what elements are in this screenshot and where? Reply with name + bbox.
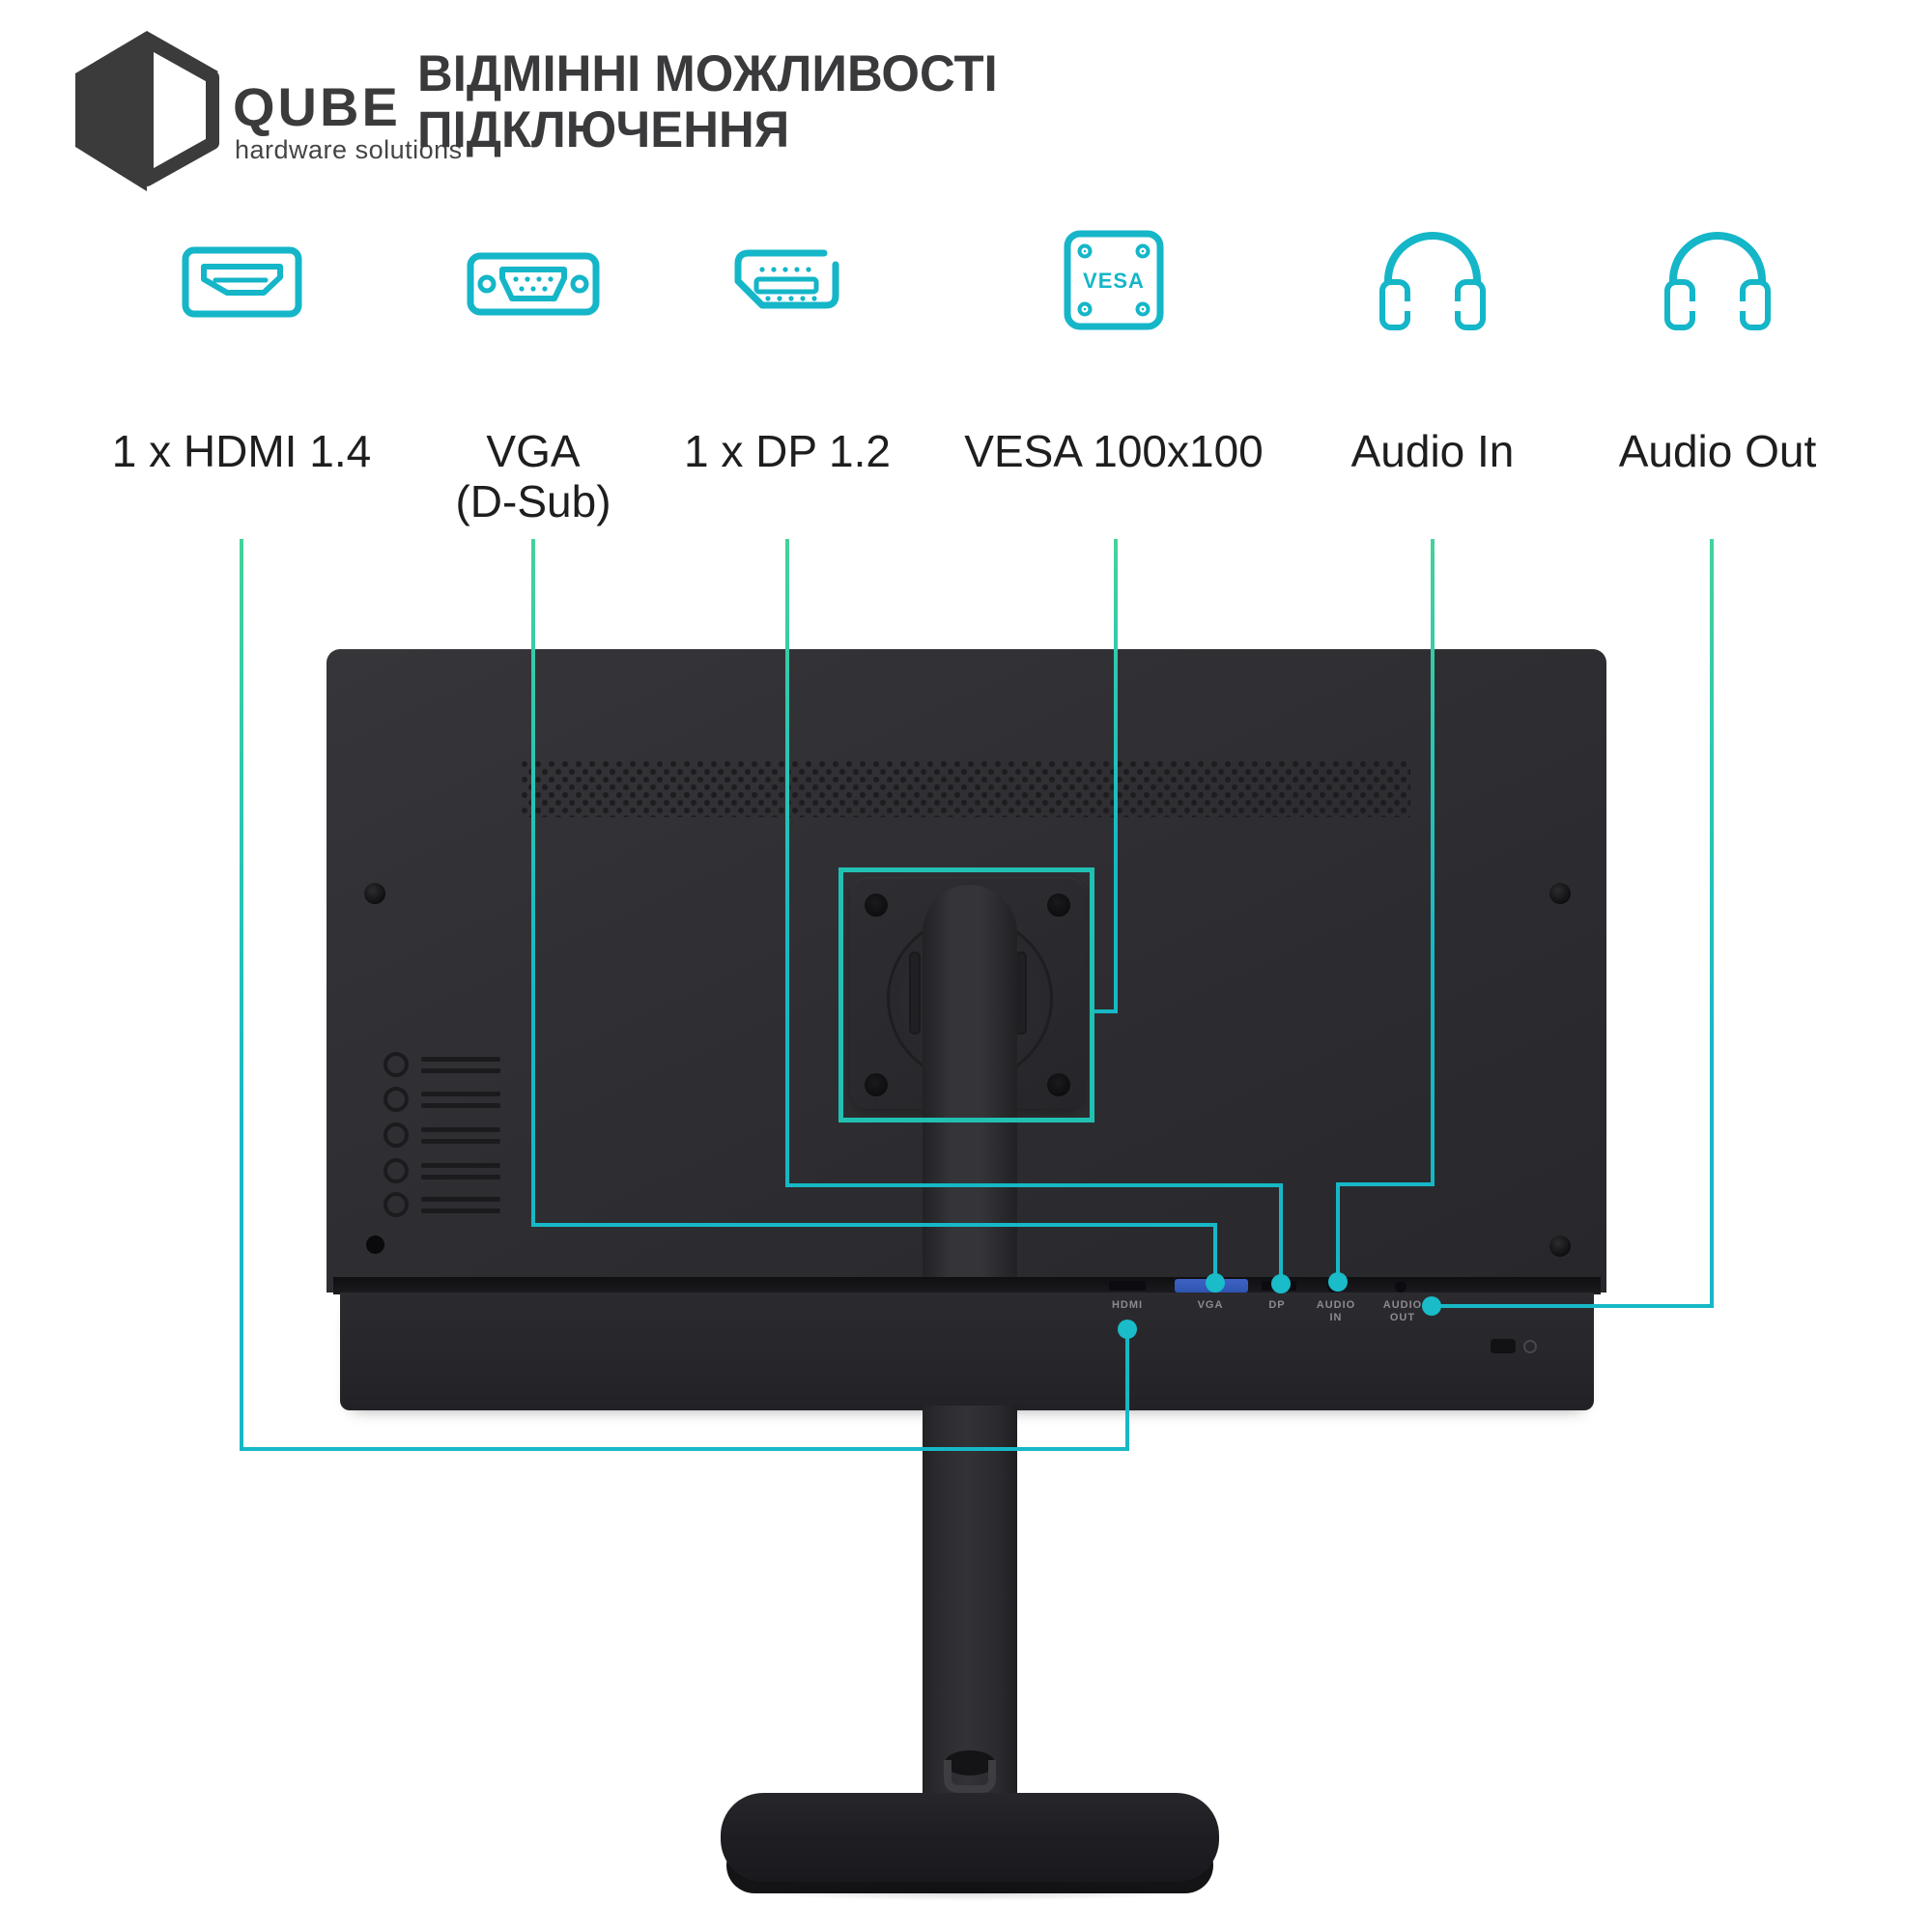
osd-button-line <box>421 1197 500 1202</box>
label-audio-out: Audio Out <box>1618 426 1817 476</box>
screw-hole <box>1549 1236 1571 1257</box>
label-dp: 1 x DP 1.2 <box>684 426 891 476</box>
callout-audio-out-dot <box>1422 1296 1441 1316</box>
osd-button-line <box>421 1127 500 1132</box>
osd-button-line <box>421 1103 500 1108</box>
callout-dp-horizontal <box>785 1183 1283 1187</box>
callout-dp-dot <box>1271 1274 1291 1293</box>
label-vga: VGA (D-Sub) <box>455 426 611 526</box>
osd-button-line <box>421 1139 500 1144</box>
screw-hole <box>364 883 385 904</box>
vesa-highlight-rect <box>838 867 1094 1122</box>
label-hdmi: 1 x HDMI 1.4 <box>111 426 372 476</box>
vesa-screw-hole <box>865 894 888 917</box>
callout-audio-out-vertical <box>1710 539 1714 1308</box>
port-label-audio-out: AUDIO OUT <box>1382 1299 1423 1323</box>
headphones-icon <box>1664 232 1771 330</box>
vesa-icon-text: VESA <box>1083 269 1145 293</box>
osd-button <box>384 1158 409 1183</box>
port-label-hdmi: HDMI <box>1111 1299 1144 1311</box>
mount-clamp-slot <box>909 952 921 1035</box>
callout-audio-in-stub <box>1336 1182 1340 1274</box>
base-shadow <box>744 1880 1198 1901</box>
vesa-mount-icon: VESA <box>1064 230 1164 330</box>
osd-button <box>384 1052 409 1077</box>
hdmi-port-icon <box>182 246 302 318</box>
mount-clamp-slot <box>1015 952 1027 1035</box>
callout-audio-in-jog <box>1336 1182 1435 1186</box>
power-indicator <box>366 1236 384 1254</box>
osd-button-line <box>421 1208 500 1213</box>
screw-hole <box>1549 883 1571 904</box>
callout-vesa-vertical <box>1114 539 1118 1013</box>
headphones-icon <box>1379 232 1486 330</box>
callout-hdmi-horizontal <box>240 1447 1129 1451</box>
callout-hdmi-vertical <box>240 539 243 1451</box>
callout-audio-out-horizontal <box>1439 1304 1714 1308</box>
brand-name: QUBE <box>233 76 401 137</box>
callout-hdmi-dot <box>1118 1320 1137 1339</box>
label-vesa: VESA 100x100 <box>964 426 1264 476</box>
vga-port-icon <box>467 252 600 316</box>
osd-button-line <box>421 1068 500 1073</box>
osd-button-line <box>421 1163 500 1168</box>
brand-tagline: hardware solutions <box>235 135 463 164</box>
osd-button-line <box>421 1175 500 1179</box>
callout-vga-horizontal <box>531 1223 1217 1227</box>
monitor-chin <box>340 1293 1594 1410</box>
qube-logo-icon <box>75 31 219 191</box>
callout-vga-vertical <box>531 539 535 1227</box>
stand-base <box>721 1793 1219 1882</box>
port-label-audio-in: AUDIO IN <box>1316 1299 1356 1323</box>
osd-button-line <box>421 1092 500 1096</box>
displayport-icon <box>734 249 839 309</box>
osd-button <box>384 1192 409 1217</box>
callout-dp-vertical <box>785 539 789 1187</box>
callout-vga-stub <box>1213 1223 1217 1277</box>
port-label-dp: DP <box>1268 1299 1286 1311</box>
callout-audio-in-dot <box>1328 1272 1348 1292</box>
vent-holes <box>522 761 1410 817</box>
page-title-line2: ПІДКЛЮЧЕННЯ <box>417 101 790 159</box>
port-label-vga: VGA <box>1197 1299 1224 1311</box>
audio-out-jack <box>1395 1281 1406 1293</box>
hdmi-port <box>1109 1281 1146 1291</box>
osd-button <box>384 1122 409 1148</box>
callout-vesa-jog <box>1092 1009 1118 1013</box>
callout-hdmi-stub <box>1125 1337 1129 1449</box>
callout-audio-in-vertical <box>1431 539 1435 1186</box>
callout-dp-stub <box>1279 1183 1283 1276</box>
osd-button-line <box>421 1057 500 1062</box>
vesa-screw-hole <box>1047 894 1070 917</box>
vesa-screw-hole <box>865 1073 888 1096</box>
cable-hook <box>944 1760 996 1793</box>
kensington-lock-slot <box>1491 1339 1516 1353</box>
page-title-line1: ВІДМІННІ МОЖЛИВОСТІ <box>417 45 998 102</box>
page-title: ВІДМІННІ МОЖЛИВОСТІ ПІДКЛЮЧЕННЯ <box>417 45 998 159</box>
vesa-screw-hole <box>1047 1073 1070 1096</box>
kensington-lock-icon <box>1523 1340 1537 1353</box>
osd-button <box>384 1087 409 1112</box>
callout-vga-dot <box>1206 1273 1225 1293</box>
label-audio-in: Audio In <box>1350 426 1515 476</box>
